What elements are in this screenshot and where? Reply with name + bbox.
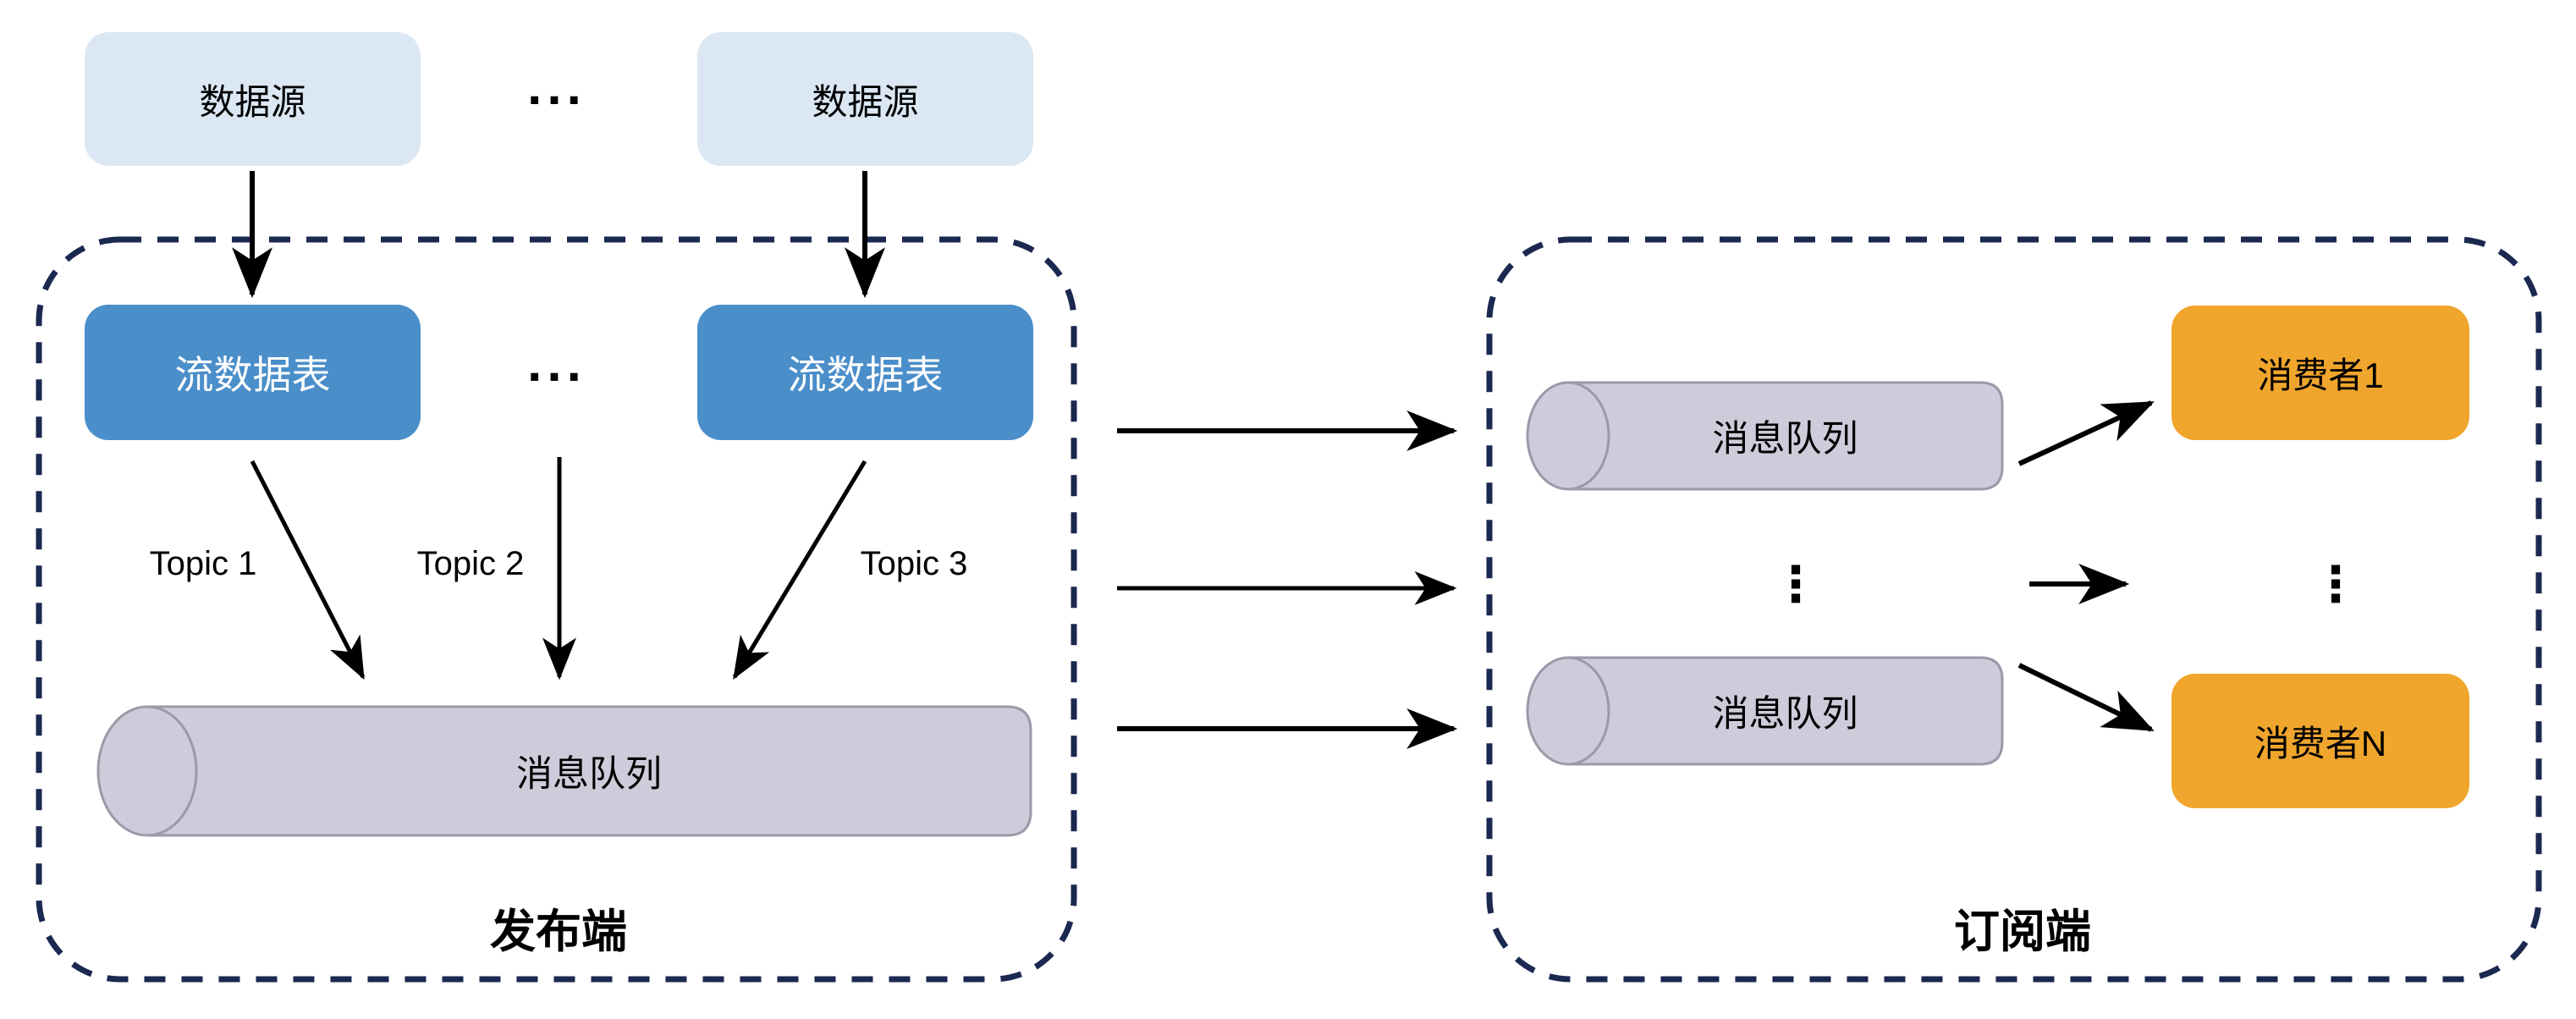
topic-label-3: Topic 3 <box>860 544 968 582</box>
consumer-box-n: 消费者N <box>2171 674 2469 808</box>
subscriber-queue-cylinder-2 <box>1526 656 2004 766</box>
stream-table-label-2: 流数据表 <box>787 353 944 397</box>
subscriber-queue-cylinder-1 <box>1526 381 2004 491</box>
stream-table-box-1: 流数据表 <box>85 305 421 440</box>
publisher-queue-cylinder <box>96 705 1032 837</box>
consumer-box-1: 消费者1 <box>2171 306 2469 440</box>
datasource-ellipsis: ... <box>527 58 586 116</box>
subscriber-queue-ellipsis: ⋮ <box>1771 557 1820 612</box>
datasource-label-1: 数据源 <box>199 81 306 122</box>
subscriber-queue-label-1: 消息队列 <box>1712 419 1858 460</box>
topic-label-1: Topic 1 <box>149 544 257 582</box>
consumer-label-1: 消费者1 <box>2257 355 2384 395</box>
subscriber-section-label: 订阅端 <box>1954 906 2091 957</box>
topic-label-2: Topic 2 <box>416 544 525 582</box>
arrow-queue2-to-consumerN <box>2017 663 2155 732</box>
arrow-topic3 <box>732 460 867 680</box>
consumer-ellipsis: ⋮ <box>2311 557 2360 612</box>
publisher-queue-label: 消息队列 <box>516 754 662 795</box>
consumer-label-n: 消费者N <box>2254 724 2387 763</box>
publisher-section-label: 发布端 <box>490 906 627 957</box>
datasource-label-2: 数据源 <box>812 81 919 122</box>
datasource-box-1: 数据源 <box>85 32 421 166</box>
subscriber-queue-label-2: 消息队列 <box>1712 694 1858 735</box>
datasource-box-2: 数据源 <box>697 32 1033 166</box>
stream-table-ellipsis: ... <box>527 334 586 393</box>
stream-table-box-2: 流数据表 <box>697 305 1033 440</box>
arrow-queue1-to-consumer1 <box>2017 400 2155 466</box>
publisher-container-border <box>36 236 1077 983</box>
subscriber-container-border <box>1486 236 2542 983</box>
arrow-topic1 <box>250 460 366 680</box>
stream-table-label-1: 流数据表 <box>174 353 331 397</box>
